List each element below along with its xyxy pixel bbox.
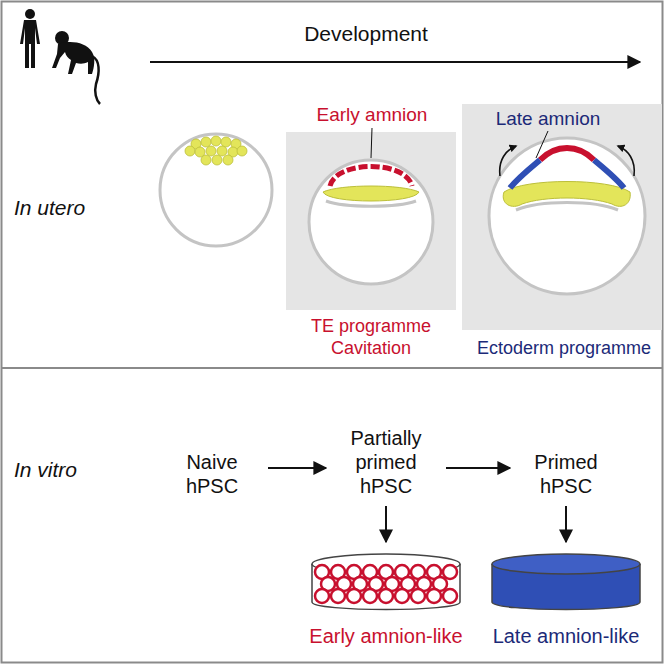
arrow-connector	[446, 467, 510, 469]
culture-dish	[308, 550, 464, 620]
late-embryo	[462, 104, 662, 330]
monkey-silhouette	[52, 31, 100, 104]
text-label: Ectoderm programme	[464, 338, 664, 359]
text-label: TE programme	[286, 316, 456, 337]
arrow-connector	[268, 467, 326, 469]
text-label: Development	[266, 22, 466, 46]
cell-state-node: Naive hPSC	[162, 448, 262, 500]
text-label: Late amnion	[483, 108, 613, 130]
development-arrow	[150, 61, 640, 63]
cell-state-node: Primed hPSC	[516, 448, 616, 500]
panel-divider	[1, 367, 663, 369]
text-label: Cavitation	[286, 338, 456, 359]
text-label: In utero	[14, 196, 114, 220]
culture-dish-node: Early amnion-like	[297, 548, 475, 650]
cell-state-node: Partially primed hPSC	[332, 424, 440, 500]
culture-dish-node: Late amnion-like	[477, 548, 655, 650]
arrow-connector	[565, 506, 567, 542]
text-label: Early amnion	[297, 104, 447, 126]
node-text: Early amnion-like	[301, 624, 471, 648]
blastocyst	[160, 134, 272, 246]
node-text: Partially primed hPSC	[336, 426, 436, 498]
leader-line	[371, 128, 372, 158]
culture-dish	[488, 550, 644, 620]
node-text: Primed hPSC	[520, 450, 612, 498]
node-text: Late amnion-like	[481, 624, 651, 648]
human-silhouette	[20, 9, 40, 68]
early-embryo	[286, 128, 456, 310]
leader-line	[536, 131, 548, 158]
node-text: Naive hPSC	[166, 450, 258, 498]
text-label: In vitro	[14, 458, 114, 482]
arrow-connector	[385, 506, 387, 542]
